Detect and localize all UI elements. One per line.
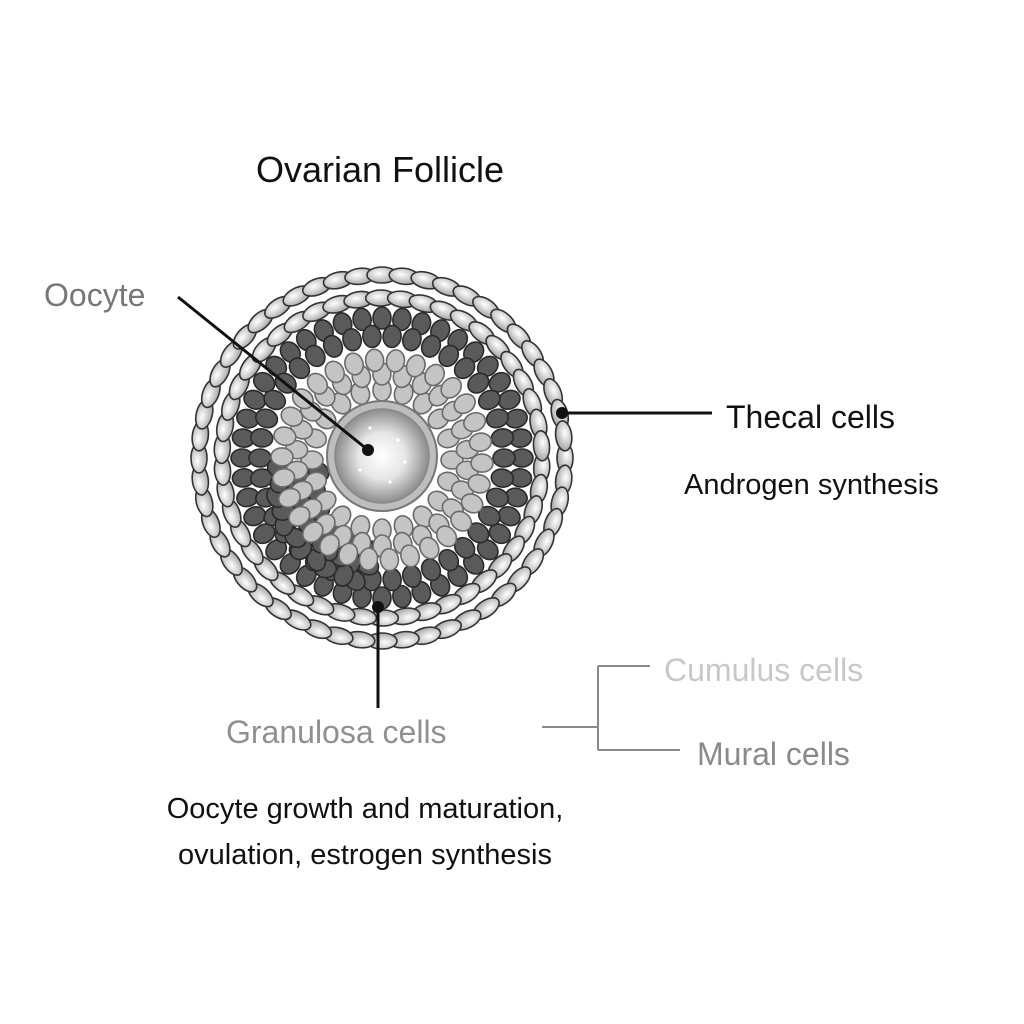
cumulus-cell: [450, 510, 473, 532]
thecal-leader-dot: [556, 407, 568, 419]
mural-granulosa-cell: [485, 408, 510, 429]
oocyte-leader-line: [177, 295, 369, 452]
oocyte-leader-dot: [362, 444, 374, 456]
mural-granulosa-cell: [322, 334, 344, 358]
cumulus-cell: [453, 393, 476, 415]
thecal-cell: [554, 420, 573, 452]
mural-granulosa-cell: [288, 357, 311, 380]
mural-granulosa-cell: [420, 558, 442, 582]
cumulus-cells-label: Cumulus cells: [664, 652, 863, 688]
cumulus-cell: [324, 360, 345, 384]
mural-granulosa-cell: [342, 328, 363, 352]
thecal-cells-label: Thecal cells: [726, 399, 895, 435]
mural-granulosa-cell: [254, 408, 279, 429]
thecal-cell-layer: [190, 266, 574, 650]
cumulus-cell: [435, 525, 458, 548]
oocyte: [326, 400, 438, 512]
cumulus-cell: [358, 547, 379, 571]
mural-granulosa-cell: [420, 334, 442, 358]
mural-granulosa-cell: [362, 324, 382, 349]
diagram-title: Ovarian Follicle: [256, 149, 504, 190]
mural-granulosa-cell: [304, 344, 326, 368]
mural-granulosa-cell: [382, 324, 402, 349]
mural-cells-label: Mural cells: [697, 736, 850, 772]
cumulus-cell: [306, 372, 329, 395]
follicle: [190, 266, 574, 650]
mural-granulosa-cell: [243, 506, 267, 527]
mural-granulosa-cell: [372, 306, 392, 330]
mural-granulosa-cell: [488, 523, 512, 545]
mural-granulosa-cell: [467, 372, 490, 394]
mural-granulosa-cell: [252, 371, 276, 393]
thecal-cell: [532, 430, 551, 462]
cumulus-cell: [440, 450, 464, 470]
cumulus-cell-layer: [270, 348, 494, 572]
cumulus-cell: [301, 521, 324, 544]
thecal-function-text: Androgen synthesis: [684, 469, 939, 501]
mural-granulosa-cell: [490, 428, 515, 448]
cumulus-cell: [440, 376, 463, 399]
cumulus-cell: [273, 426, 297, 447]
mural-granulosa-cell: [490, 468, 515, 488]
cumulus-cell: [385, 349, 406, 373]
cumulus-cell: [400, 544, 420, 568]
cumulus-cell: [288, 505, 311, 527]
mural-granulosa-cell: [477, 389, 501, 411]
cumulus-cell: [424, 363, 445, 387]
mural-granulosa-cell: [249, 428, 274, 448]
mural-granulosa-cell: [438, 548, 460, 572]
cumulus-cell: [468, 432, 493, 453]
cumulus-cell: [280, 406, 304, 427]
mural-granulosa-cell: [497, 389, 521, 410]
cumulus-cell: [300, 450, 324, 470]
mural-granulosa-cell: [485, 487, 510, 508]
cumulus-cell: [463, 411, 487, 433]
cumulus-cell: [419, 536, 440, 560]
cumulus-cell: [460, 493, 484, 514]
cumulus-cell: [344, 352, 364, 376]
mural-granulosa-cell: [497, 506, 521, 527]
mural-granulosa-cell: [401, 328, 422, 352]
cumulus-cell: [270, 447, 294, 467]
mural-granulosa-cell: [453, 357, 476, 380]
mural-granulosa-cell: [488, 371, 512, 393]
mural-granulosa-cell: [263, 389, 287, 411]
granulosa-function-line-2: ovulation, estrogen synthesis: [178, 839, 552, 871]
oocyte-label: Oocyte: [44, 277, 145, 313]
cumulus-cell: [379, 547, 400, 572]
granulosa-cells-label: Granulosa cells: [226, 714, 447, 750]
cumulus-cell: [467, 473, 491, 494]
cumulus-cell: [470, 453, 494, 473]
cumulus-cell: [364, 348, 385, 373]
granulosa-leader-dot: [372, 601, 384, 613]
cumulus-cell: [277, 487, 301, 509]
cumulus-cell: [319, 533, 340, 557]
cumulus-cell: [271, 467, 296, 488]
granulosa-function-line-1: Oocyte growth and maturation,: [167, 793, 564, 825]
cumulus-cell: [338, 542, 359, 566]
mural-granulosa-cell: [252, 523, 276, 545]
cumulus-cell: [405, 354, 426, 378]
mural-granulosa-cell: [438, 344, 460, 368]
granulosa-subtype-bracket: [542, 665, 680, 751]
mural-granulosa-cell: [243, 389, 267, 410]
mural-granulosa-cell: [492, 448, 516, 468]
